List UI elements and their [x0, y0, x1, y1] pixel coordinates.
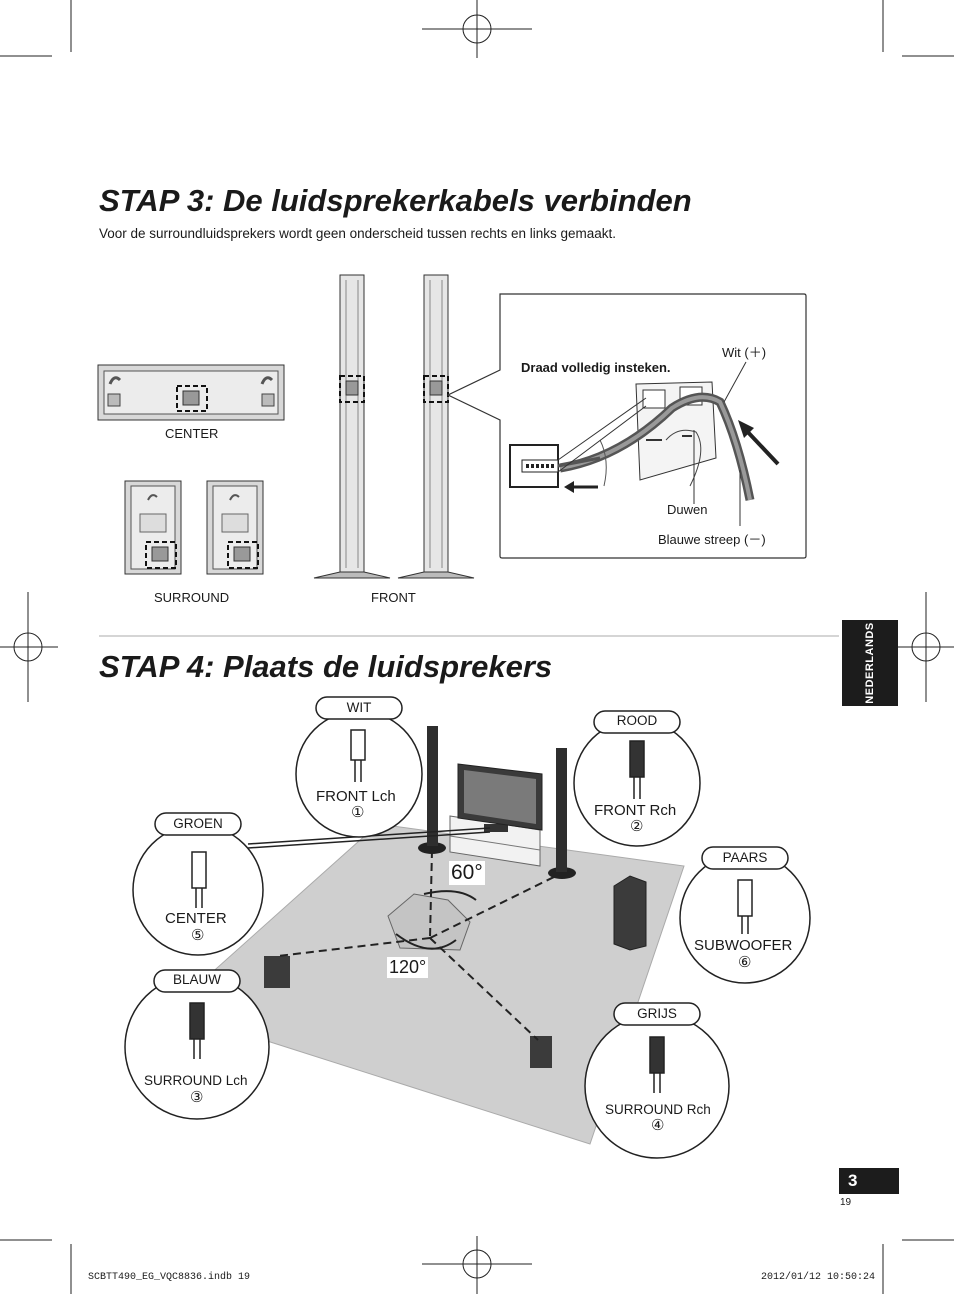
connector-num-3: ③ — [190, 1088, 203, 1106]
cable-insertion-callout — [440, 290, 810, 562]
white-plus-label: Wit (＋) — [722, 342, 766, 361]
step3-intro: Voor de surroundluidsprekers wordt geen … — [99, 226, 616, 241]
connector-name-surround-rch: SURROUND Rch — [605, 1102, 711, 1117]
angle-120-label: 120° — [387, 957, 428, 978]
surround-speakers-illustration — [120, 478, 270, 578]
front-label: FRONT — [371, 590, 416, 605]
speaker-placement-diagram — [0, 690, 954, 1160]
step3-title: STAP 3: De luidsprekerkabels verbinden — [99, 183, 692, 219]
page-number-box: 3 — [839, 1168, 899, 1194]
connector-color-wit: WIT — [316, 700, 402, 715]
section-divider — [99, 635, 839, 637]
connector-color-blauw: BLAUW — [154, 972, 240, 987]
connector-color-paars: PAARS — [702, 850, 788, 865]
connector-color-grijs: GRIJS — [614, 1006, 700, 1021]
footer-filename: SCBTT490_EG_VQC8836.indb 19 — [88, 1272, 250, 1283]
connector-name-surround-lch: SURROUND Lch — [144, 1073, 248, 1088]
callout-instruction: Draad volledig insteken. — [521, 360, 671, 375]
connector-num-1: ① — [351, 803, 364, 821]
connector-name-center: CENTER — [165, 910, 227, 927]
center-speaker-illustration — [96, 362, 288, 424]
connector-color-rood: ROOD — [594, 713, 680, 728]
center-label: CENTER — [165, 426, 218, 441]
connector-num-5: ⑤ — [191, 926, 204, 944]
step4-title: STAP 4: Plaats de luidsprekers — [99, 649, 552, 685]
footer-timestamp: 2012/01/12 10:50:24 — [761, 1272, 875, 1283]
blue-stripe-label: Blauwe streep (－) — [658, 529, 766, 548]
connector-num-2: ② — [630, 817, 643, 835]
page-number-small: 19 — [840, 1197, 851, 1208]
angle-60-label: 60° — [449, 861, 485, 885]
connector-num-4: ④ — [651, 1116, 664, 1134]
surround-label: SURROUND — [154, 590, 229, 605]
connector-color-groen: GROEN — [155, 816, 241, 831]
push-label: Duwen — [667, 502, 707, 517]
connector-name-subwoofer: SUBWOOFER — [694, 937, 792, 954]
connector-num-6: ⑥ — [738, 953, 751, 971]
